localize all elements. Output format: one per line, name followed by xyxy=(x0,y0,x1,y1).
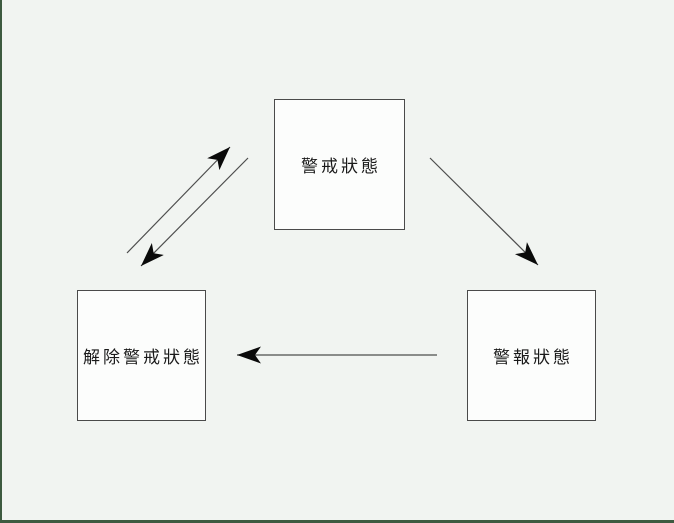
arrow-alert-to-alarm xyxy=(429,157,539,266)
arrow-alert-to-release xyxy=(140,157,249,267)
node-alarm-state-label: 警報狀態 xyxy=(493,348,573,368)
node-alarm-state: 警報狀態 xyxy=(467,290,596,421)
arrow-release-to-alert xyxy=(126,146,231,254)
node-alert-state: 警戒狀態 xyxy=(274,99,405,230)
node-release-alert-state-label: 解除警戒狀態 xyxy=(83,348,203,368)
node-release-alert-state: 解除警戒狀態 xyxy=(77,290,206,421)
node-alert-state-label: 警戒狀態 xyxy=(301,157,381,177)
